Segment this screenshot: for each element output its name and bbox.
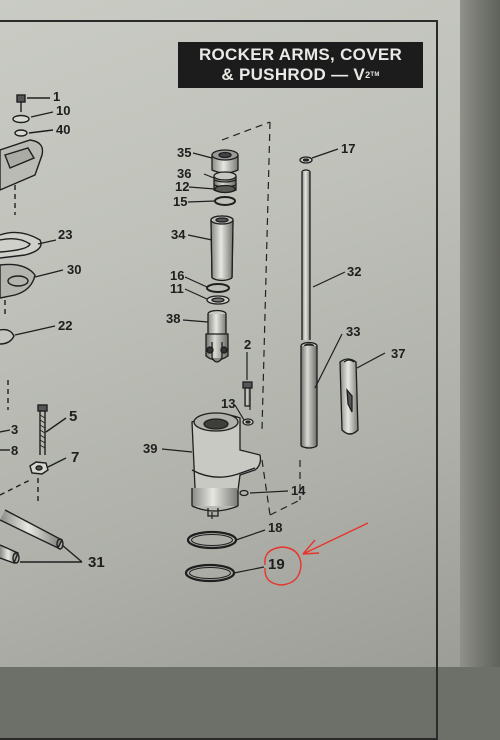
callout-22: 22 xyxy=(58,318,73,333)
center-parts xyxy=(184,149,262,583)
title-superscript: 2 xyxy=(365,70,371,80)
callout-8: 8 xyxy=(11,443,19,458)
callout-39: 39 xyxy=(143,441,158,456)
callout-36: 36 xyxy=(177,166,192,181)
highlight-arrow xyxy=(302,522,369,555)
callout-37: 37 xyxy=(391,346,406,361)
callout-18: 18 xyxy=(268,520,283,535)
callout-16: 16 xyxy=(170,268,185,283)
highlight-circle xyxy=(264,546,302,586)
callout-40: 40 xyxy=(56,122,71,137)
callout-33: 33 xyxy=(346,324,361,339)
callout-10: 10 xyxy=(56,103,71,118)
callout-14: 14 xyxy=(291,483,306,498)
callout-38: 38 xyxy=(166,311,181,326)
callout-13: 13 xyxy=(221,396,236,411)
callout-3: 3 xyxy=(11,422,19,437)
title-line-1: ROCKER ARMS, COVER xyxy=(198,45,403,64)
title-trademark: TM xyxy=(370,72,380,78)
title-line-2: & PUSHROD — V2TM xyxy=(221,65,380,84)
callout-1: 1 xyxy=(53,89,61,104)
pushrod-parts xyxy=(299,156,359,449)
callout-11: 11 xyxy=(170,281,184,296)
callout-31: 31 xyxy=(88,554,105,571)
red-annotation xyxy=(264,522,369,586)
callout-7: 7 xyxy=(71,449,80,466)
callout-15: 15 xyxy=(173,194,188,209)
callout-30: 30 xyxy=(67,262,82,277)
callout-34: 34 xyxy=(171,227,186,242)
leader-lines xyxy=(161,148,386,574)
callout-32: 32 xyxy=(347,264,362,279)
page-edge xyxy=(460,0,500,667)
callout-17: 17 xyxy=(341,141,356,156)
left-parts xyxy=(0,94,83,564)
callout-12: 12 xyxy=(175,179,190,194)
callout-5: 5 xyxy=(69,408,78,425)
callout-19: 19 xyxy=(268,556,285,573)
callout-2: 2 xyxy=(244,337,252,352)
exploded-parts-diagram xyxy=(0,94,386,586)
callout-23: 23 xyxy=(58,227,73,242)
callout-35: 35 xyxy=(177,145,192,160)
page-title: ROCKER ARMS, COVER & PUSHROD — V2TM xyxy=(178,42,423,88)
